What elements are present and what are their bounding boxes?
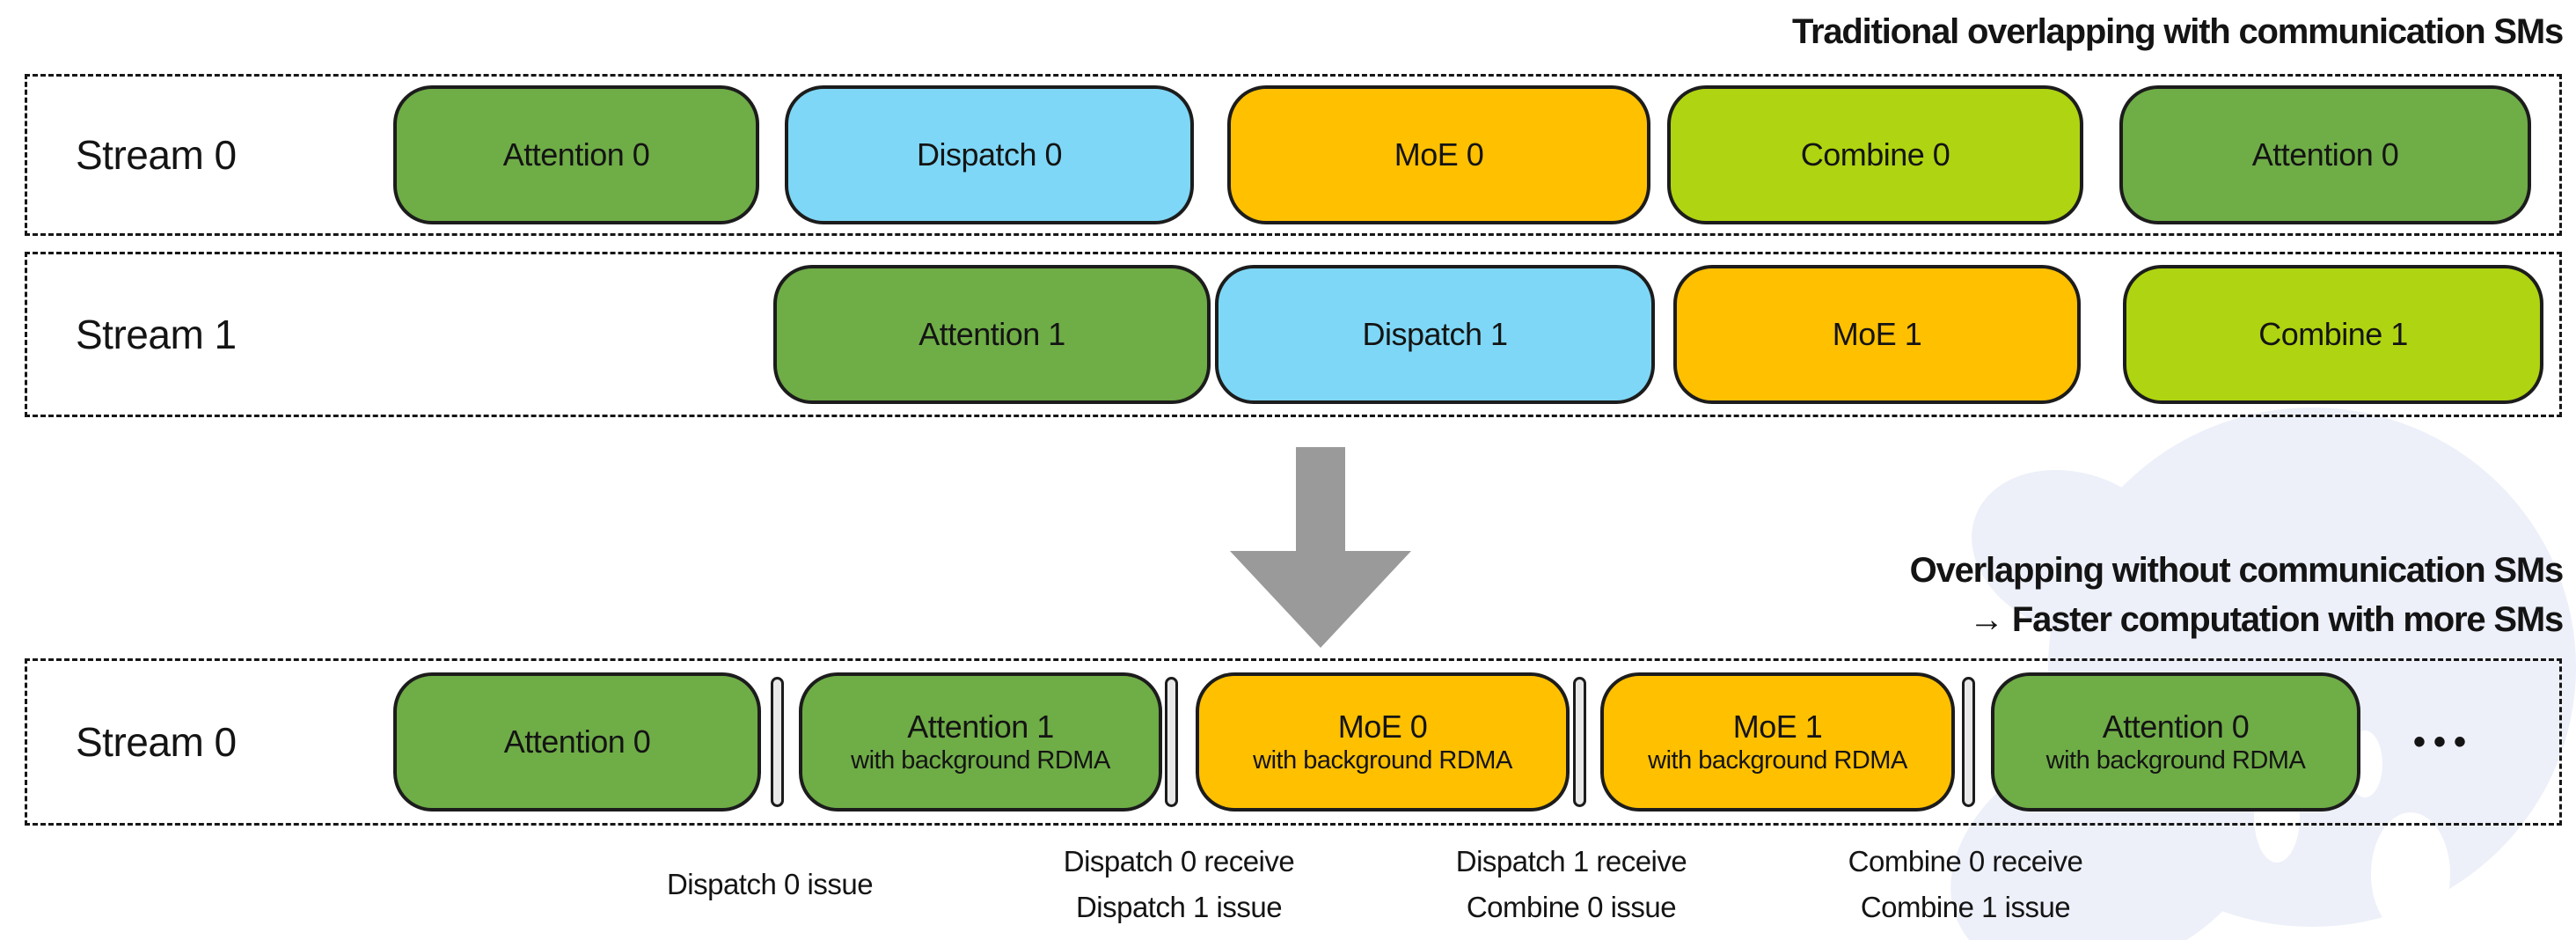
task-block-label: Dispatch 1 — [1362, 316, 1508, 353]
task-block-moe-1: MoE 1 — [1673, 265, 2081, 404]
title-line-1: Overlapping without communication SMs — [1909, 551, 2565, 590]
task-block-attention-0: Attention 0 — [393, 672, 761, 811]
annotation-line: Dispatch 0 receive — [1063, 845, 1295, 878]
task-block-attention-0: Attention 0 — [393, 85, 759, 224]
annotation-line: Dispatch 1 issue — [1075, 891, 1283, 923]
stream-label: Stream 1 — [76, 312, 237, 357]
task-block-attention-1: Attention 1 — [773, 265, 1211, 404]
task-block-label: Attention 0 — [502, 136, 650, 173]
task-block-label: MoE 1 — [1732, 708, 1823, 745]
task-block-label: Attention 0 — [503, 723, 651, 760]
task-block-label: MoE 0 — [1337, 708, 1428, 745]
task-block-label: Attention 1 — [907, 708, 1054, 745]
task-block-label: Dispatch 0 — [916, 136, 1063, 173]
stream-row-0: Stream 0 Attention 0 Dispatch 0 MoE 0 Combin… — [25, 74, 2562, 236]
task-block-label: MoE 0 — [1394, 136, 1484, 173]
title-overlapping-without-sms: Overlapping without communication SMs → … — [1909, 546, 2565, 644]
task-block-label: MoE 1 — [1832, 316, 1922, 353]
stream-separator-bar — [771, 677, 784, 807]
annotation-line: Dispatch 0 issue — [666, 868, 874, 900]
continuation-ellipsis: ••• — [2413, 722, 2475, 761]
task-block-attention-0: Attention 0 — [2119, 85, 2531, 224]
task-block-combine-1: Combine 1 — [2123, 265, 2543, 404]
task-block-label: Attention 0 — [2251, 136, 2399, 173]
stream-separator-bar — [1573, 677, 1586, 807]
task-block-dispatch-1: Dispatch 1 — [1215, 265, 1655, 404]
task-block-sublabel: with background RDMA — [1253, 745, 1512, 775]
task-block-sublabel: with background RDMA — [851, 745, 1110, 775]
down-arrow-icon — [1230, 447, 1411, 648]
title-traditional-overlapping: Traditional overlapping with communicati… — [1791, 12, 2564, 51]
annotation-line: Combine 0 issue — [1466, 891, 1677, 923]
timeline-annotation: Dispatch 0 issue — [666, 833, 874, 936]
annotation-line: Combine 1 issue — [1860, 891, 2071, 923]
annotation-line: Dispatch 1 receive — [1455, 845, 1687, 878]
task-block-sublabel: with background RDMA — [2045, 745, 2306, 775]
stream-row-1: Stream 1 Attention 1 Dispatch 1 MoE 1 Combin… — [25, 252, 2562, 417]
stream-label: Stream 0 — [76, 132, 237, 178]
task-block-dispatch-0: Dispatch 0 — [785, 85, 1194, 224]
task-block-combine-0: Combine 0 — [1667, 85, 2083, 224]
stream-separator-bar — [1165, 677, 1178, 807]
stream-separator-bar — [1962, 677, 1975, 807]
title-line-2: → Faster computation with more SMs — [1969, 600, 2564, 639]
annotation-line: Combine 0 receive — [1848, 845, 2083, 878]
task-block-label: Combine 0 — [1800, 136, 1950, 173]
task-block-label: Attention 0 — [2102, 708, 2250, 745]
stream-label: Stream 0 — [76, 719, 237, 765]
task-block-label: Attention 1 — [918, 316, 1065, 353]
task-block-sublabel: with background RDMA — [1648, 745, 1907, 775]
task-block-label: Combine 1 — [2258, 316, 2408, 353]
task-block-moe-0: MoE 0 — [1227, 85, 1650, 224]
